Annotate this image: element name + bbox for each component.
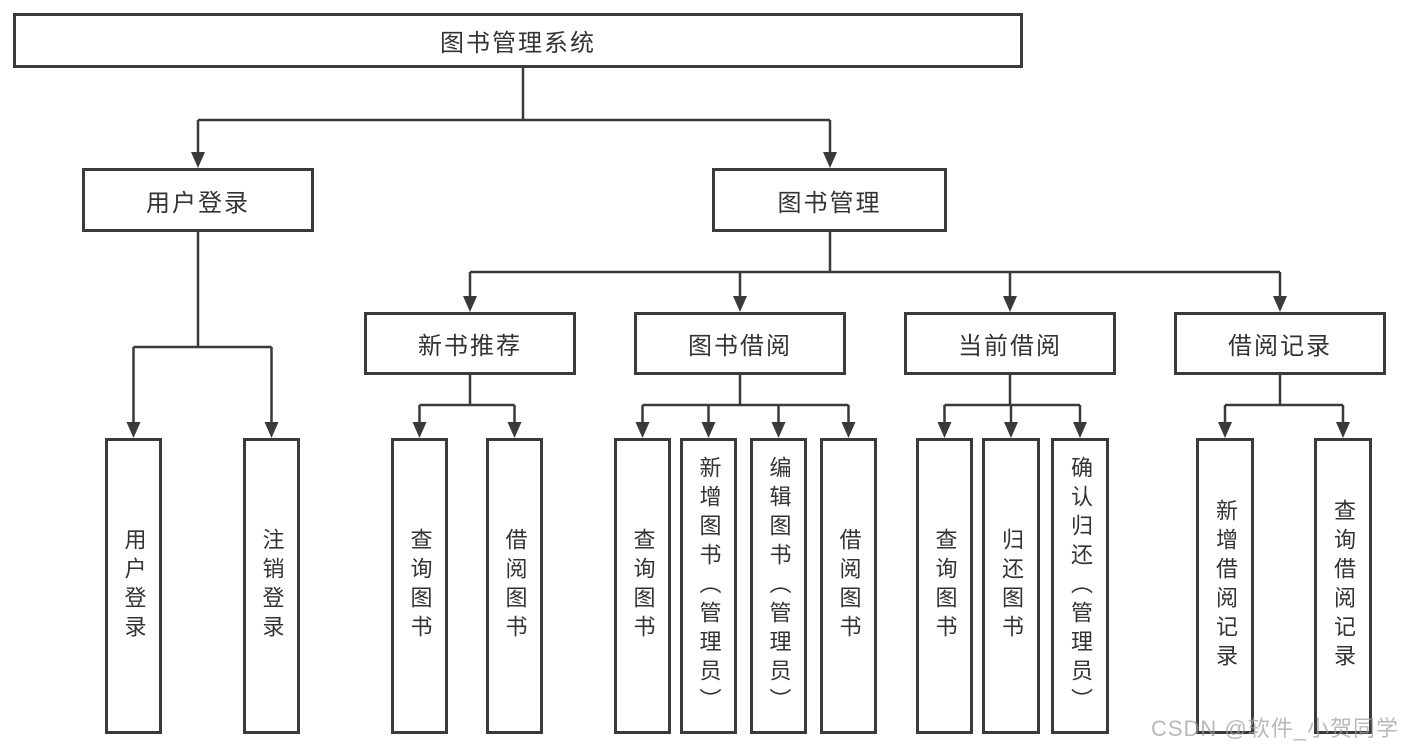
leaf-label: 借阅图书: [502, 528, 528, 644]
leaf-logout: 注销登录: [243, 438, 300, 734]
leaf-add-borrow-record: 新增借阅记录: [1196, 438, 1254, 734]
leaf-label: 查询图书: [407, 528, 433, 644]
csdn-watermark: CSDN @软件_小贺同学: [1150, 716, 1399, 741]
leaf-query-books: 查询图书: [391, 438, 448, 734]
leaf-label: 归还图书: [999, 528, 1024, 644]
leaf-return-books: 归还图书: [982, 438, 1040, 734]
leaf-user-login: 用户登录: [105, 438, 162, 734]
node-user-login: 用户登录: [82, 168, 314, 232]
connector-borrow-records-subtree: [1218, 375, 1350, 438]
leaf-label: 用户登录: [121, 528, 147, 644]
node-current-borrowing: 当前借阅: [904, 312, 1116, 375]
leaf-query-borrow-record: 查询借阅记录: [1314, 438, 1372, 734]
leaf-label: 借阅图书: [836, 528, 862, 644]
leaf-borrow-books: 借阅图书: [820, 438, 877, 734]
leaf-label: 新增借阅记录: [1213, 499, 1238, 673]
leaf-confirm-return-admin: 确认归还（管理员）: [1051, 438, 1109, 734]
node-book-borrowing: 图书借阅: [634, 312, 846, 375]
connector-current-borrow-subtree: [937, 375, 1087, 438]
connector-user-login-subtree: [126, 232, 279, 438]
leaf-label: 确认归还（管理员）: [1068, 455, 1093, 717]
node-library-management-system: 图书管理系统: [13, 13, 1023, 68]
leaf-label: 查询图书: [932, 528, 958, 644]
node-book-management: 图书管理: [712, 168, 947, 232]
leaf-borrow-books: 借阅图书: [486, 438, 543, 734]
node-borrowing-records: 借阅记录: [1174, 312, 1386, 375]
node-new-book-recommendation: 新书推荐: [364, 312, 576, 375]
leaf-edit-books-admin: 编辑图书（管理员）: [750, 438, 807, 734]
leaf-query-books: 查询图书: [916, 438, 973, 734]
leaf-label: 注销登录: [259, 528, 285, 644]
leaf-query-books: 查询图书: [614, 438, 671, 734]
connector-book-borrow-subtree: [635, 375, 856, 438]
leaf-label: 查询图书: [630, 528, 656, 644]
leaf-label: 新增图书（管理员）: [696, 455, 722, 717]
leaf-label: 编辑图书（管理员）: [766, 455, 792, 717]
leaf-label: 查询借阅记录: [1331, 499, 1356, 673]
connector-book-management-to-level3: [463, 232, 1287, 312]
connector-root-to-level2: [191, 68, 837, 168]
connector-new-book-subtree: [412, 375, 522, 438]
leaf-add-books-admin: 新增图书（管理员）: [680, 438, 737, 734]
